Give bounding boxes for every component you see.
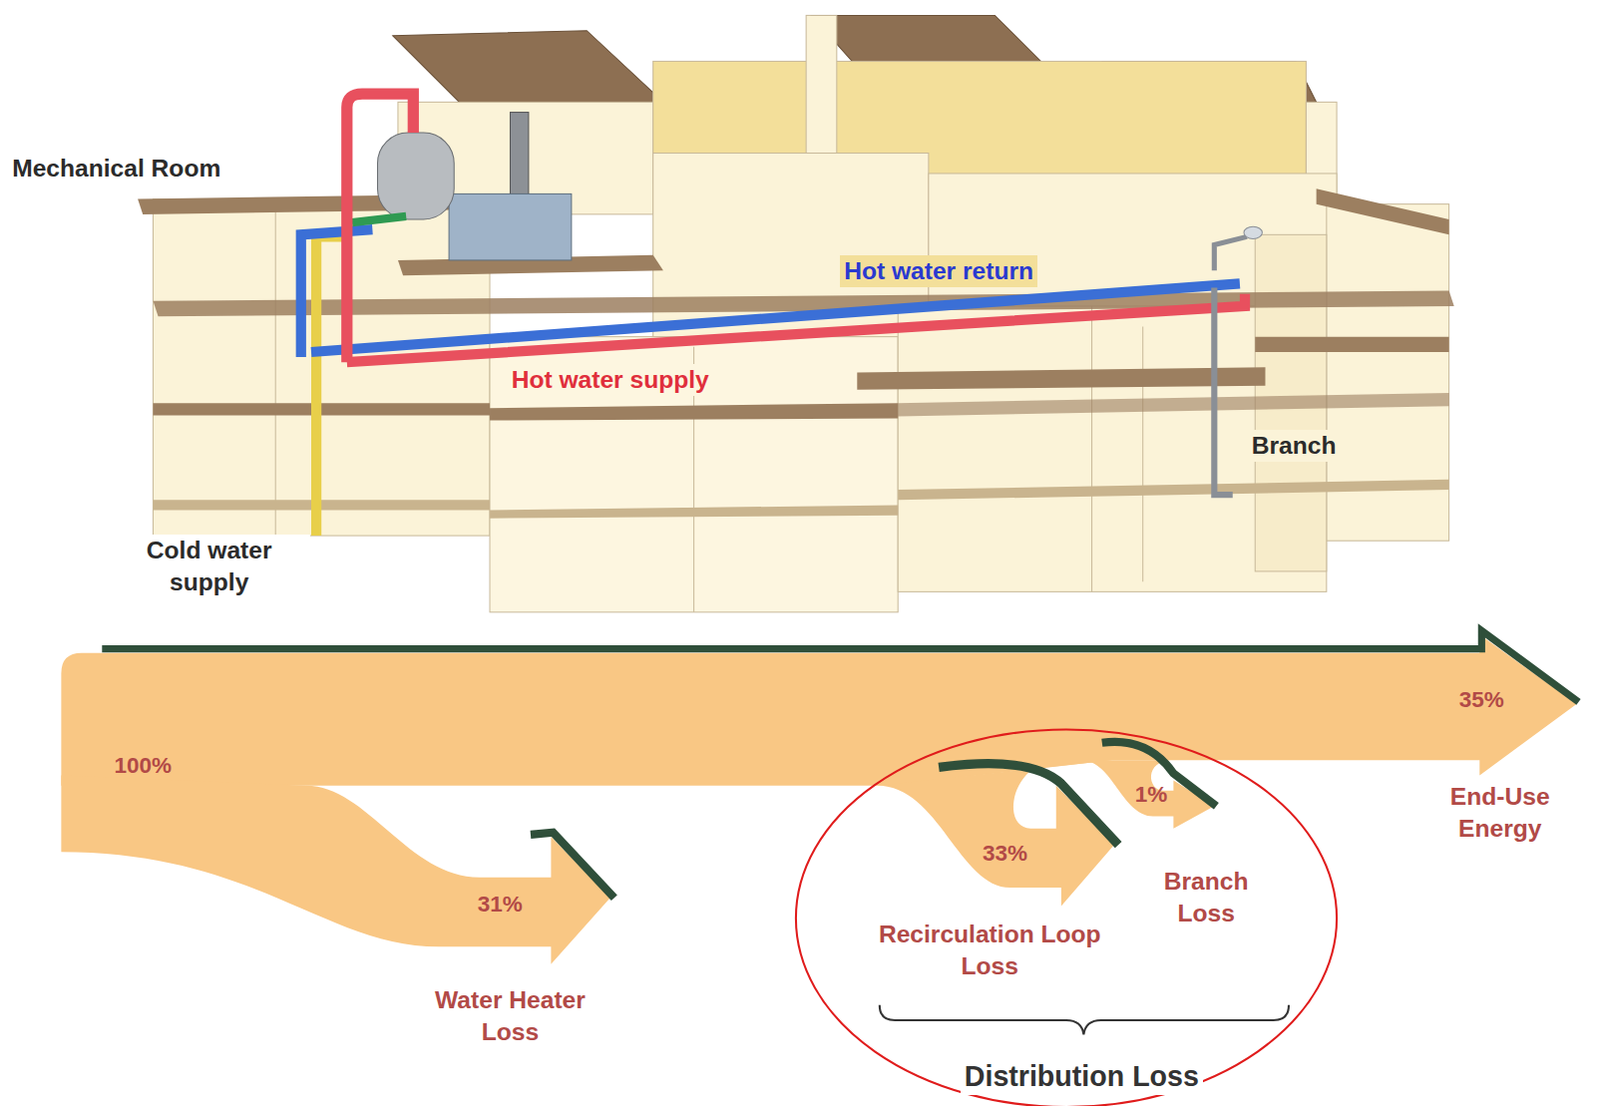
flow-label: Water Heater Loss xyxy=(403,984,617,1049)
branch-pipe xyxy=(1213,288,1232,496)
floor-slab xyxy=(489,402,898,420)
percent-value: 100% xyxy=(113,751,172,781)
flow-branch xyxy=(60,776,610,965)
pipe-label: Cold water supply xyxy=(108,534,311,599)
percent-value: 31% xyxy=(477,889,523,919)
brace xyxy=(879,1005,1289,1036)
flow-shadow xyxy=(101,630,1579,703)
percent-value: 35% xyxy=(1459,685,1505,715)
flue-stack xyxy=(509,112,528,200)
group-label: Distribution Loss xyxy=(960,1058,1203,1096)
room-label: Mechanical Room xyxy=(7,152,225,185)
supply-pipe xyxy=(347,294,1245,364)
flow-label: Recirculation Loop Loss xyxy=(868,918,1112,983)
pipe-label: Hot water return xyxy=(839,255,1038,288)
floor-slab xyxy=(897,393,1449,417)
percent-value: 33% xyxy=(982,838,1028,868)
wall-edge xyxy=(1091,306,1093,592)
wall-edge xyxy=(1142,326,1144,582)
floor-slab xyxy=(489,504,898,518)
return-pipe xyxy=(301,229,374,358)
floor-slab xyxy=(1316,188,1450,235)
wall-edge xyxy=(275,204,277,536)
roof-panel xyxy=(393,30,664,108)
flow-label: Branch Loss xyxy=(1141,865,1272,930)
pipe xyxy=(352,216,406,223)
percent-value: 1% xyxy=(1135,780,1169,809)
boiler xyxy=(448,193,572,260)
pipe-label: Hot water supply xyxy=(507,364,714,397)
flow-label: End-Use Energy xyxy=(1419,781,1581,845)
floor-slab xyxy=(1254,337,1449,353)
wall xyxy=(152,199,490,537)
flow-band xyxy=(60,634,1577,786)
highlight-ellipse xyxy=(796,729,1337,1106)
wall xyxy=(489,337,898,613)
water-heater-tank xyxy=(377,132,454,220)
supply-pipe xyxy=(347,93,413,363)
flow-shadow xyxy=(938,764,1119,845)
pipe-label: Branch xyxy=(1247,429,1341,462)
flow-branch xyxy=(877,760,1115,906)
branch-pipe xyxy=(1213,236,1247,271)
flow-shadow xyxy=(530,832,615,898)
floor-slab xyxy=(856,367,1265,391)
faucet xyxy=(1243,226,1262,239)
floor-slab xyxy=(897,479,1449,500)
